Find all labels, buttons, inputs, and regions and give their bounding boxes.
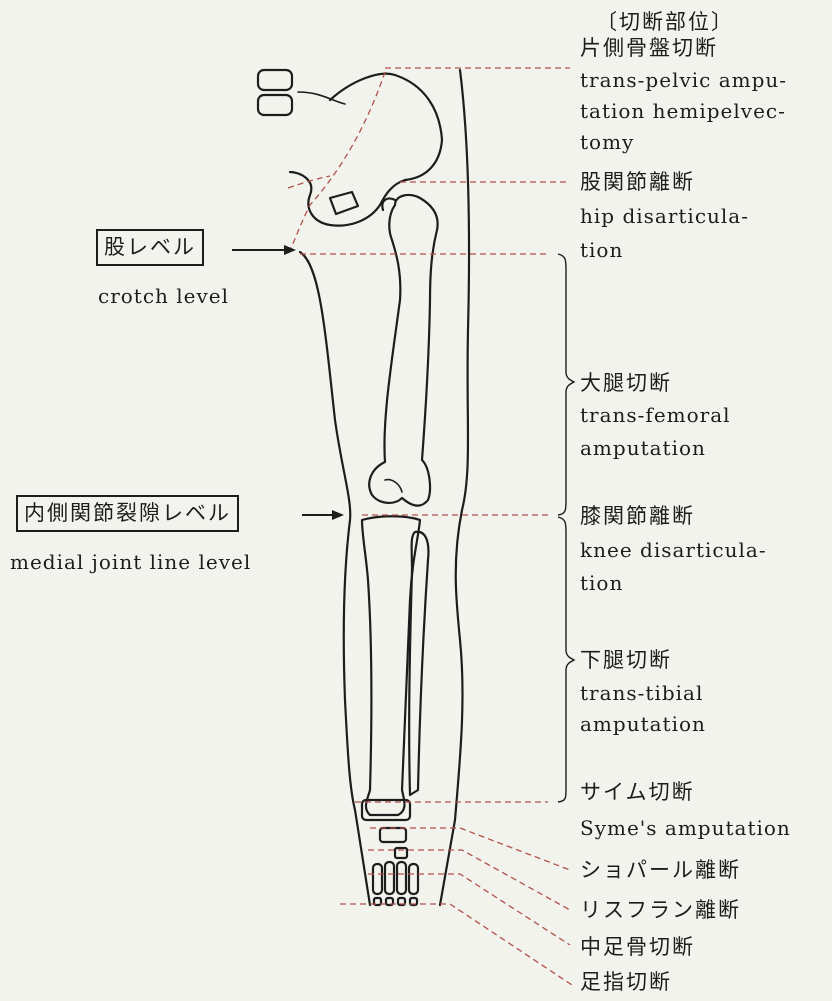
- label-lisfranc-jp: リスフラン離断: [580, 900, 741, 921]
- pelvis-outline: [290, 74, 442, 226]
- label-transfemoral-en-1: trans-femoral: [580, 405, 731, 425]
- label-transtibial-jp: 下腿切断: [580, 650, 672, 671]
- label-transpelvic-en-2: tation hemipelvec-: [580, 101, 786, 121]
- label-transpelvic-en-3: tomy: [580, 132, 634, 152]
- label-hip-en-1: hip disarticula-: [580, 206, 749, 226]
- label-syme-en: Syme's amputation: [580, 818, 791, 838]
- crotch-level-en: crotch level: [98, 286, 229, 306]
- metatarsals: [373, 862, 418, 894]
- guide-toe: [340, 904, 572, 985]
- fibula: [409, 532, 428, 795]
- label-knee-en-1: knee disarticula-: [580, 540, 767, 560]
- label-knee-jp: 膝関節離断: [580, 506, 695, 527]
- body-outline-right: [440, 70, 469, 905]
- crotch-level-box: 股レベル: [96, 229, 204, 266]
- label-transtibial-en-2: amputation: [580, 714, 706, 734]
- label-metatarsal-jp: 中足骨切断: [580, 937, 695, 958]
- vertebra-lower: [258, 95, 292, 115]
- label-hip-en-2: tion: [580, 240, 623, 260]
- arrow-crotch-head: [284, 245, 296, 255]
- brace-transtibial: [558, 517, 574, 802]
- metatarsal-3: [397, 862, 406, 894]
- label-transpelvic-jp: 片側骨盤切断: [580, 38, 718, 59]
- label-knee-en-2: tion: [580, 573, 623, 593]
- femur-condyle-gap: [385, 480, 402, 492]
- label-chopart-jp: ショパール離断: [580, 860, 741, 881]
- guide-metatarsal: [368, 874, 570, 945]
- navicular: [380, 828, 406, 842]
- label-transtibial-en-1: trans-tibial: [580, 683, 703, 703]
- obturator-foramen: [330, 192, 358, 214]
- label-transpelvic-en-1: trans-pelvic ampu-: [580, 70, 787, 90]
- diagram-header: 〔切断部位〕: [596, 12, 734, 33]
- thigh-outline-left: [300, 252, 370, 905]
- label-toe-jp: 足指切断: [580, 972, 672, 993]
- brace-transfemoral: [558, 254, 574, 515]
- label-hip-jp: 股関節離断: [580, 172, 695, 193]
- label-transfemoral-en-2: amputation: [580, 438, 706, 458]
- metatarsal-4: [409, 864, 418, 894]
- joint-line-level-en: medial joint line level: [10, 552, 251, 572]
- arrow-joint-line-head: [332, 510, 344, 520]
- femur: [369, 195, 437, 506]
- metatarsal-1: [373, 864, 382, 894]
- metatarsal-2: [385, 862, 394, 894]
- pelvis-cut-curve: [290, 72, 385, 250]
- label-transfemoral-jp: 大腿切断: [580, 373, 672, 394]
- vertebra-upper: [258, 70, 292, 90]
- label-syme-jp: サイム切断: [580, 782, 695, 803]
- joint-line-level-box: 内側関節裂隙レベル: [16, 495, 239, 532]
